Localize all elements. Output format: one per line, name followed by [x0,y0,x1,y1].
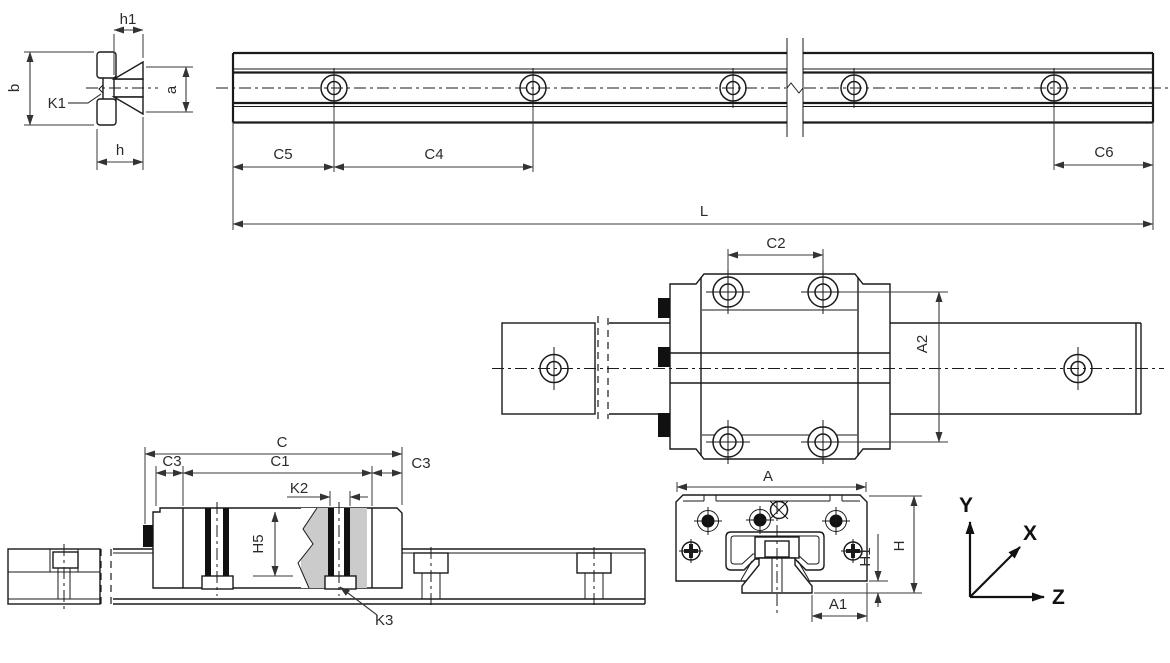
dimension-h1: h1 [113,11,144,75]
break-lines [786,38,804,137]
seal-tab [658,347,670,367]
rail-hole [1040,68,1068,108]
dimension-l: L [232,203,1154,228]
thread-hole [822,507,850,535]
carriage-block-side [143,502,403,596]
bolt-bore [205,508,211,576]
rail-bolt [413,547,449,606]
dim-label-h: H [891,541,908,552]
dim-label-h: h [116,142,124,159]
axis-label-x: X [1023,522,1037,545]
dim-label-a1: A1 [829,596,847,613]
dimension-h: H [814,495,922,594]
dim-label-k1: K1 [48,95,66,112]
dimension-c5: C5 [232,108,335,230]
dimension-h1: H1 [857,534,888,607]
seal-tab [143,525,153,547]
end-plate-detail [683,495,860,502]
bolt-bore [344,508,350,576]
dimension-a: A [676,468,867,492]
dim-label-c2: C2 [766,235,785,252]
break-zigzag [297,507,318,589]
bolt-bore [223,508,229,576]
block-hole [801,420,845,464]
block-hole [706,420,750,464]
dim-label-l: L [700,203,708,220]
dim-label-c3-right: C3 [411,455,430,472]
dim-label-a: A [763,468,773,485]
dimension-c6: C6 [1053,108,1154,230]
dimension-k2: K2 [287,480,368,506]
dim-label-a2: A2 [914,335,931,353]
axes-triad: Y X Z [959,494,1065,609]
thread-hole [694,507,722,535]
dim-label-c3-left: C3 [162,453,181,470]
dim-label-b: b [6,84,23,92]
rail-body [231,51,1155,124]
dimension-c1-c3: C3 C1 C3 [155,453,431,506]
dimension-h: h [96,117,144,170]
dim-label-h1: H1 [857,547,874,566]
x-axis-arrow [969,546,1021,598]
axis-label-y: Y [959,494,973,517]
seal-tab [658,413,670,437]
block-hole [801,270,845,314]
rail-bolt [576,547,612,606]
label-k1: K1 [48,93,102,112]
seal-tab [658,298,670,318]
dim-label-c: C [277,434,288,451]
carriage-top-view: C2 A2 [492,235,1164,464]
dim-label-k3: K3 [375,612,393,629]
carriage-side-view: C C3 C1 C3 K2 H5 K3 [7,434,646,629]
dim-label-c6: C6 [1094,144,1113,161]
dim-label-c4: C4 [424,146,443,163]
rail-section-left [7,544,112,610]
rail-bolt-head [52,551,79,569]
carriage-block-top [658,270,891,464]
label-k3: K3 [339,586,393,629]
dim-label-h5: H5 [250,534,267,553]
grease-nipple-hole [769,500,789,520]
bolt-bore [328,508,334,576]
dimension-c4: C4 [333,108,534,172]
dimension-b: b [6,51,94,126]
carriage-front-view: A H H1 A1 [675,468,922,622]
dimension-a2: A2 [840,291,948,443]
dim-label-c1: C1 [270,453,289,470]
dim-label-k2: K2 [290,480,308,497]
dimension-a1: A1 [811,583,868,622]
dim-label-c5: C5 [273,146,292,163]
rail-long-view: C5 C4 C6 L [216,38,1168,230]
axis-label-z: Z [1052,586,1065,609]
rail-cross-section-view: h1 b a h K1 [6,11,193,170]
dimension-h5: H5 [250,511,293,577]
dimension-a: a [146,66,193,113]
dim-label-h1: h1 [120,11,137,28]
side-hole [679,539,703,563]
dimension-c2: C2 [727,235,824,270]
dim-label-a: a [163,85,180,94]
thread-hole [746,506,774,534]
rail-profile [86,51,158,126]
block-hole [706,270,750,314]
side-hole [841,539,865,563]
